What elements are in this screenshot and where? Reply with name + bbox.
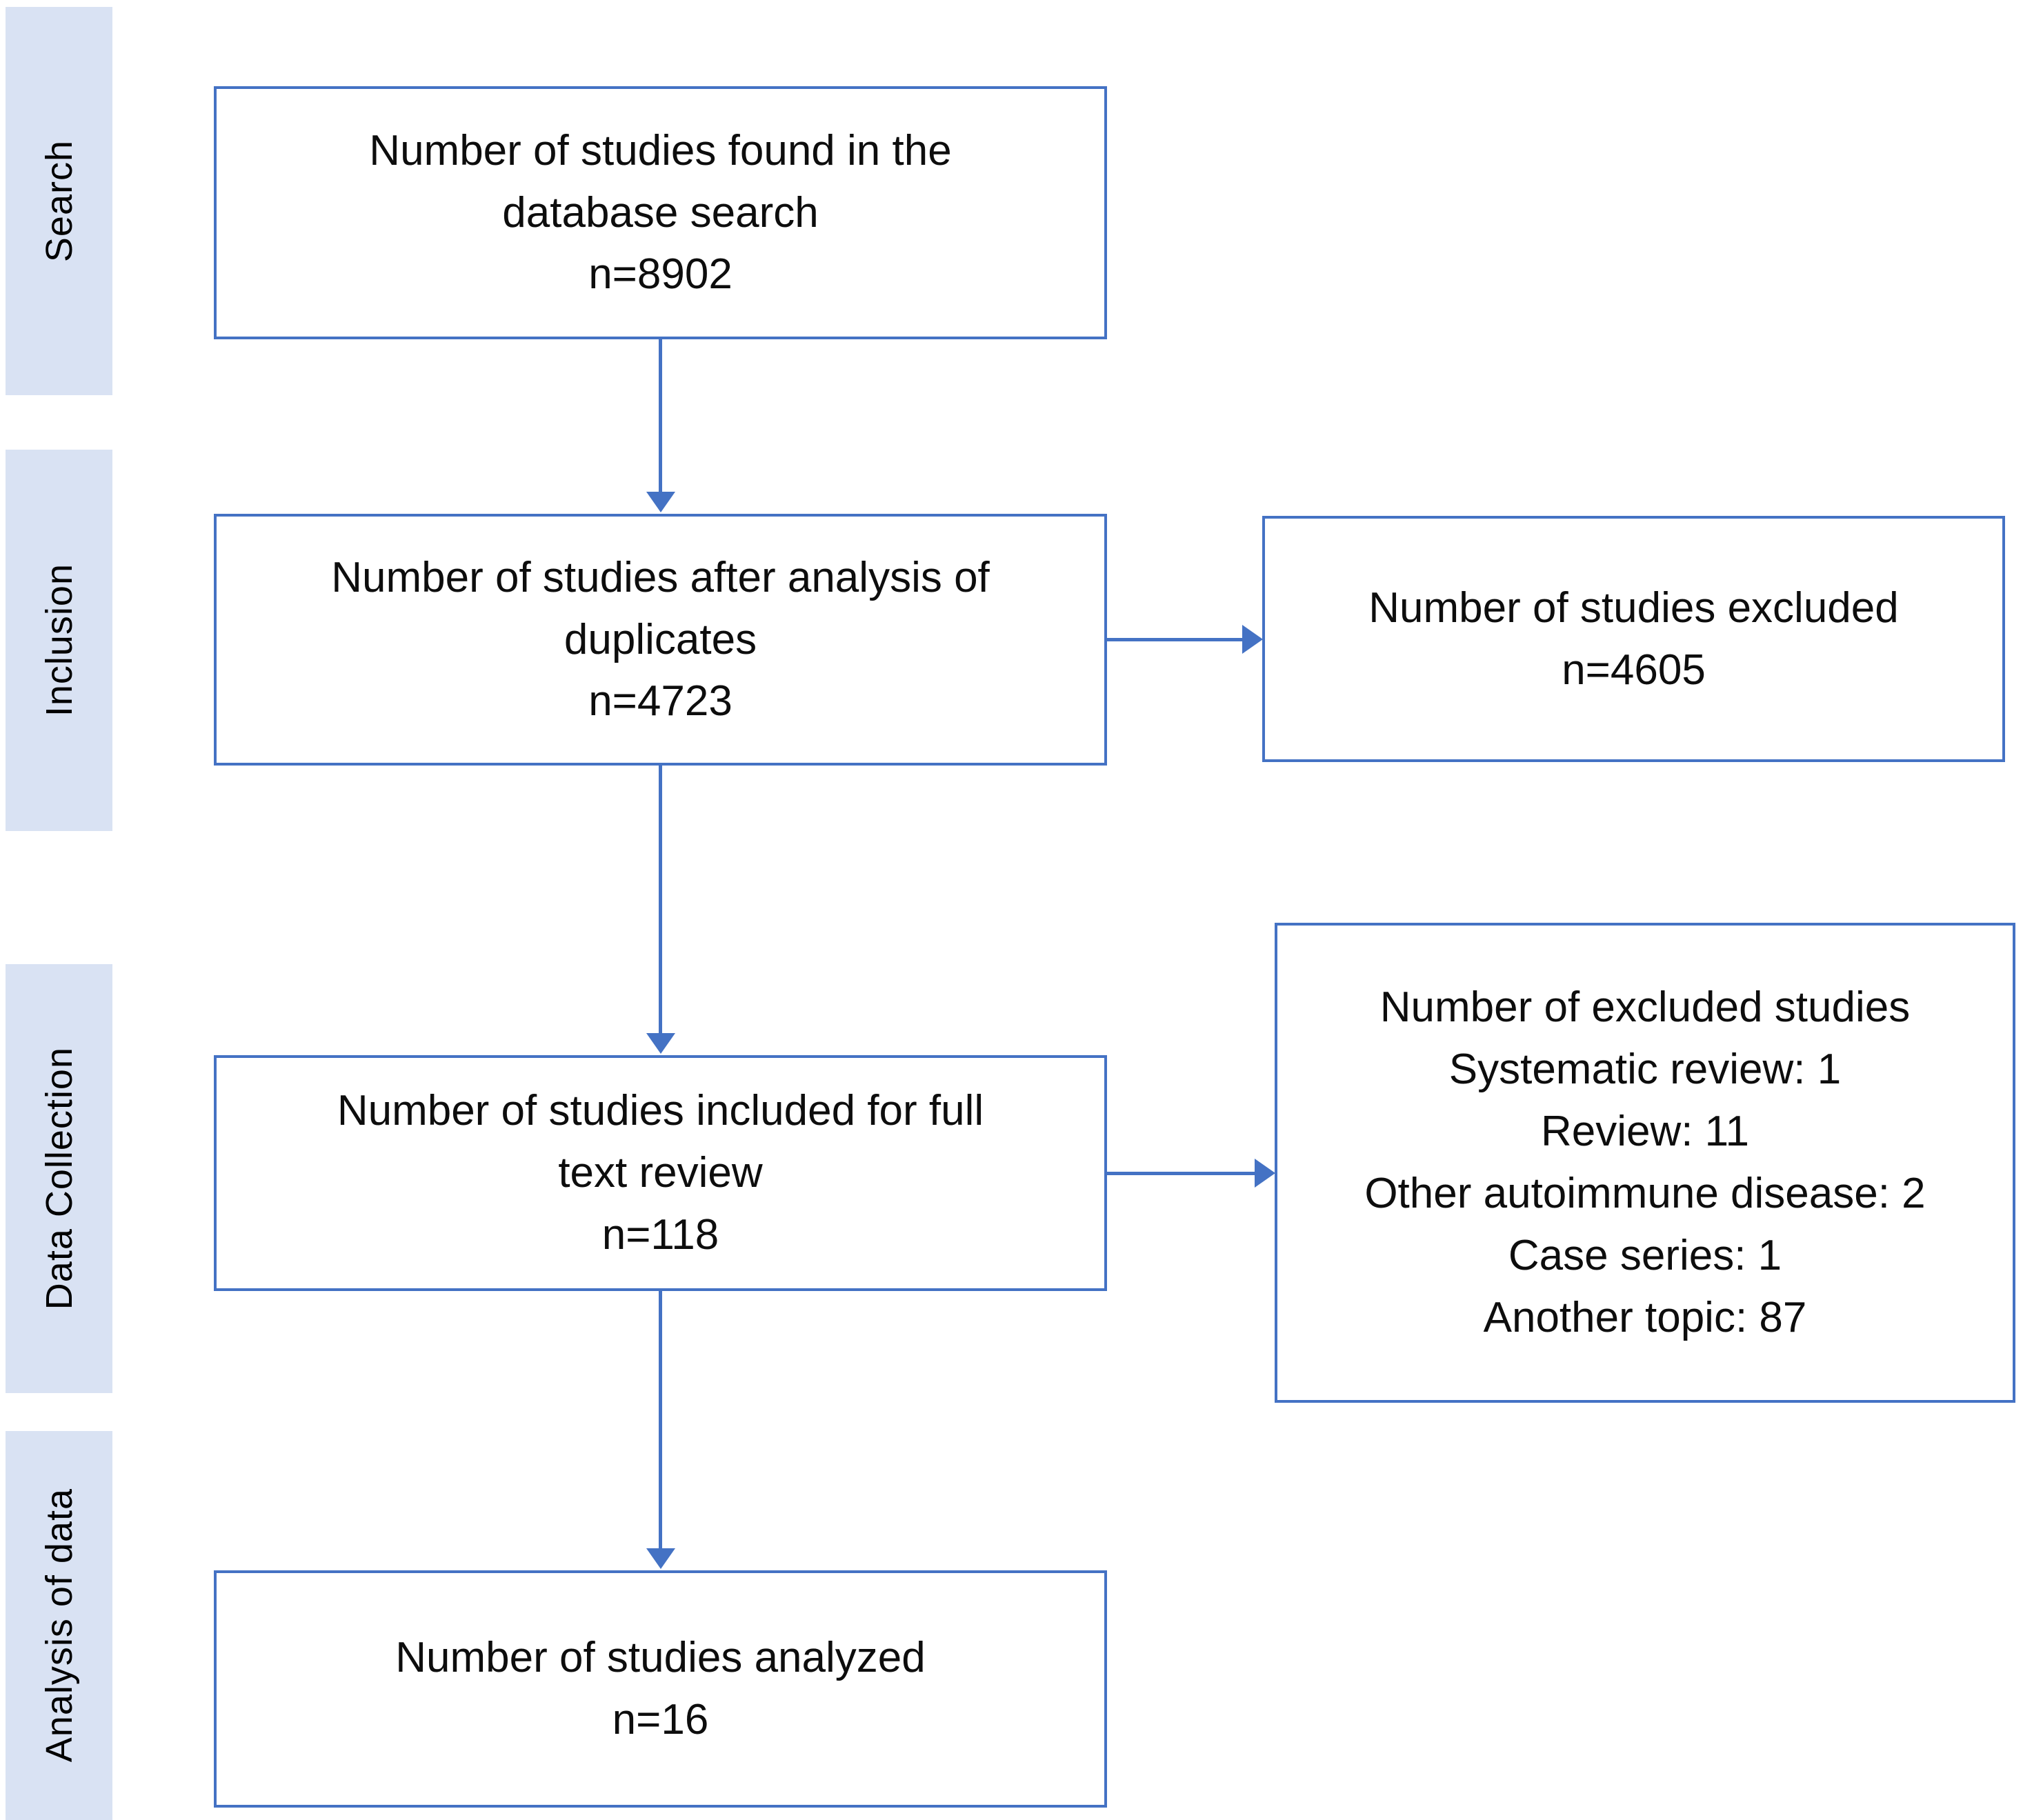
box-studies-analyzed-count: n=16 [612,1696,709,1743]
arrow-right-duplicates-to-excluded [1242,625,1263,654]
box-studies-analyzed: Number of studies analyzed n=16 [214,1570,1107,1808]
box-studies-excluded-line1: Number of studies excluded [1368,583,1899,632]
box-after-duplicates-line1: Number of studies after analysis of [331,553,990,601]
box-excluded-reasons-systematic-review: Systematic review: 1 [1448,1046,1842,1094]
stage-label-search: Search [38,139,80,263]
stage-band-analysis-of-data: Analysis of data [6,1431,112,1820]
box-full-text-review: Number of studies included for full text… [214,1055,1107,1291]
connector-duplicates-to-fulltext [659,766,662,1034]
connector-fulltext-to-excluded-reasons [1106,1172,1259,1175]
box-excluded-reasons-title: Number of excluded studies [1379,983,1911,1032]
connector-duplicates-to-excluded [1106,638,1247,641]
box-full-text-review-line1: Number of studies included for full [337,1087,984,1135]
box-after-duplicates-line2: duplicates [564,615,757,663]
box-excluded-reasons-review: Review: 11 [1540,1108,1750,1156]
box-excluded-reasons: Number of excluded studies Systematic re… [1275,923,2015,1403]
stage-label-inclusion: Inclusion [38,563,80,717]
box-full-text-review-count: n=118 [601,1210,719,1259]
connector-fulltext-to-analyzed [659,1291,662,1550]
box-excluded-reasons-case-series: Case series: 1 [1508,1231,1782,1279]
stage-band-data-collection: Data Collection [6,964,112,1393]
arrow-down-duplicates-to-fulltext [646,1033,675,1054]
box-excluded-reasons-another-topic: Another topic: 87 [1483,1293,1807,1341]
box-after-duplicates: Number of studies after analysis of dupl… [214,514,1107,766]
arrow-down-fulltext-to-analyzed [646,1548,675,1569]
arrow-right-fulltext-to-excluded-reasons [1255,1159,1275,1188]
box-studies-analyzed-line1: Number of studies analyzed [395,1634,926,1682]
connector-found-to-duplicates [659,339,662,494]
stage-label-analysis-of-data: Analysis of data [38,1488,80,1763]
box-studies-found-line1: Number of studies found in the [369,126,952,174]
arrow-down-found-to-duplicates [646,492,675,512]
box-studies-excluded-count: n=4605 [1562,646,1706,694]
box-full-text-review-line2: text review [558,1149,763,1197]
box-excluded-reasons-other-autoimmune-disease: Other autoimmune disease: 2 [1364,1170,1926,1217]
box-after-duplicates-count: n=4723 [588,677,733,726]
box-studies-excluded: Number of studies excluded n=4605 [1262,516,2005,762]
stage-label-data-collection: Data Collection [38,1047,80,1310]
stage-band-inclusion: Inclusion [6,450,112,831]
stage-band-search: Search [6,7,112,395]
box-studies-found-line2: database search [502,188,819,237]
box-studies-found-count: n=8902 [588,250,733,299]
box-studies-found: Number of studies found in the database … [214,86,1107,339]
